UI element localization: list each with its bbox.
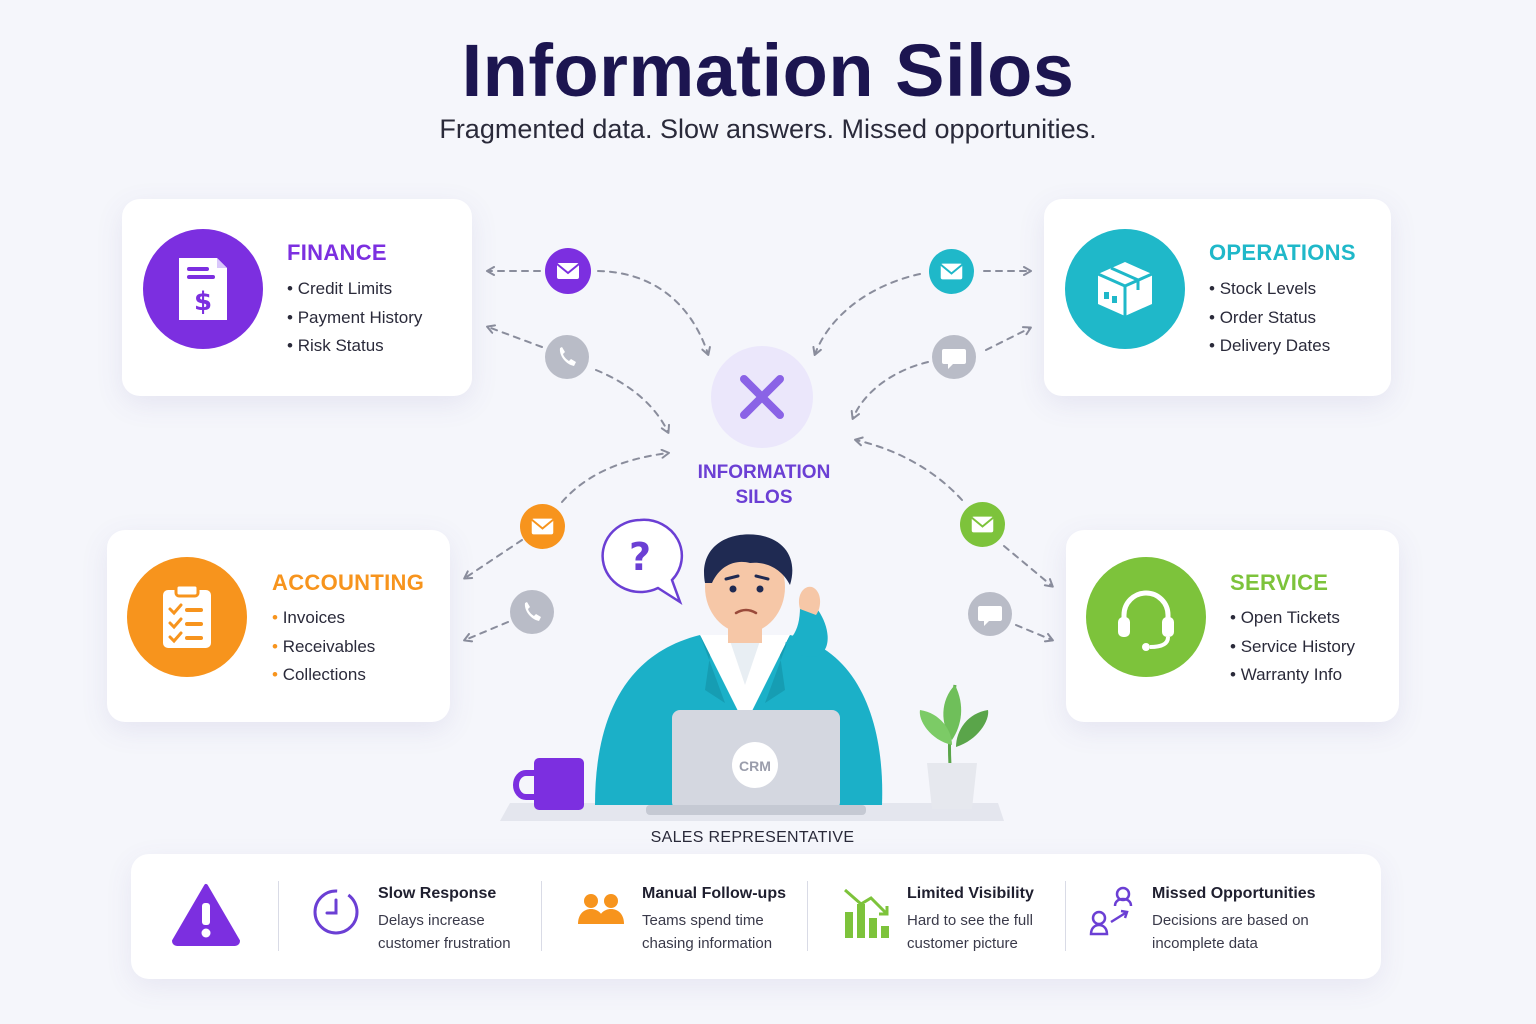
- divider: [1065, 881, 1066, 951]
- person-arrow-icon: [1089, 886, 1133, 936]
- arrow-acc-email-center: [561, 448, 670, 503]
- list-item: Receivables: [272, 633, 376, 662]
- arrow-ops-email-center: [812, 273, 921, 356]
- arrow-svc-email-right: [1003, 545, 1054, 588]
- clock-icon: [313, 889, 359, 935]
- service-card: SERVICE Open Tickets Service History War…: [1066, 530, 1399, 722]
- box-icon: [1097, 262, 1153, 316]
- arrow-acc-phone-left: [463, 621, 509, 643]
- clipboard-checklist-icon: [163, 583, 211, 648]
- thought-bubble-icon: ?: [601, 518, 684, 606]
- list-item: Warranty Info: [1230, 661, 1355, 690]
- finance-heading: FINANCE: [287, 240, 387, 265]
- service-heading: SERVICE: [1230, 570, 1329, 595]
- page-title: Information Silos: [461, 29, 1075, 112]
- accounting-heading: ACCOUNTING: [272, 570, 425, 595]
- issue-desc-line: incomplete data: [1152, 935, 1258, 952]
- list-item: Collections: [272, 661, 375, 690]
- chart-down-icon: [844, 888, 889, 938]
- divider: [807, 881, 808, 951]
- list-item: Stock Levels: [1209, 275, 1330, 304]
- issue-description: Teams spend time chasing information: [642, 909, 812, 955]
- arrow-finance-phone-center: [595, 369, 670, 434]
- issue-title: Manual Follow-ups: [642, 885, 786, 902]
- email-badge-accounting: [520, 504, 565, 549]
- email-badge-finance: [545, 248, 591, 294]
- issue-desc-line: chasing information: [642, 935, 773, 952]
- issue-desc-line: Delays increase: [378, 912, 485, 929]
- issue-slow-response: Slow Response Delays increase customer f…: [311, 854, 541, 979]
- issue-title: Slow Response: [378, 885, 497, 902]
- laptop-crm-label: CRM: [739, 758, 771, 774]
- phone-badge-accounting: [510, 590, 554, 634]
- people-icon: [578, 894, 624, 924]
- accounting-icon-circle: [127, 557, 247, 677]
- list-item: Credit Limits: [287, 275, 422, 304]
- phone-badge-finance: [545, 335, 589, 379]
- list-item: Payment History: [287, 304, 423, 333]
- accounting-card: ACCOUNTING Invoices Receivables Collecti…: [107, 530, 450, 722]
- x-icon: [711, 346, 813, 448]
- accounting-list: Invoices Receivables Collections: [272, 604, 376, 690]
- list-item: Open Tickets: [1230, 604, 1355, 633]
- list-item: Delivery Dates: [1209, 332, 1331, 361]
- issue-description: Delays increase customer frustration: [378, 909, 548, 955]
- headset-icon: [1118, 590, 1174, 651]
- arrow-acc-email-left: [463, 539, 523, 580]
- finance-icon-circle: $: [143, 229, 263, 349]
- arrow-ops-chat-right: [985, 326, 1032, 351]
- issues-bar: Slow Response Delays increase customer f…: [131, 854, 1381, 979]
- finance-card: $ FINANCE Credit Limits Payment History …: [122, 199, 472, 396]
- chat-badge-operations: [932, 335, 976, 379]
- arrow-finance-phone-left: [486, 324, 543, 348]
- issue-desc-line: customer picture: [907, 935, 1018, 952]
- email-badge-service: [960, 502, 1005, 547]
- operations-heading: OPERATIONS: [1209, 240, 1356, 265]
- issue-limited-visibility: Limited Visibility Hard to see the full …: [841, 854, 1071, 979]
- issue-description: Decisions are based on incomplete data: [1152, 909, 1342, 955]
- issue-description: Hard to see the full customer picture: [907, 909, 1077, 955]
- thought-bubble-question: ?: [629, 535, 651, 579]
- service-icon-circle: [1086, 557, 1206, 677]
- arrow-finance-email-center: [597, 270, 711, 356]
- sales-rep-label: SALES REPRESENTATIVE: [650, 829, 855, 846]
- arrow-ops-chat-center: [850, 361, 929, 420]
- center-label-line2: SILOS: [735, 487, 793, 508]
- email-badge-operations: [929, 249, 974, 294]
- center-label-line1: INFORMATION: [697, 462, 831, 483]
- divider: [278, 881, 279, 951]
- operations-icon-circle: [1065, 229, 1185, 349]
- divider: [541, 881, 542, 951]
- list-item: Risk Status: [287, 332, 422, 361]
- page-subtitle: Fragmented data. Slow answers. Missed op…: [439, 114, 1097, 144]
- issue-manual-followups: Manual Follow-ups Teams spend time chasi…: [577, 854, 807, 979]
- center-silo-label: INFORMATION SILOS: [664, 460, 864, 510]
- operations-list: Stock Levels Order Status Delivery Dates: [1209, 275, 1331, 361]
- sales-rep-illustration: CRM: [500, 534, 1004, 821]
- issue-desc-line: Hard to see the full: [907, 912, 1033, 929]
- invoice-dollar-icon: $: [179, 258, 227, 320]
- service-list: Open Tickets Service History Warranty In…: [1230, 604, 1355, 690]
- svg-text:$: $: [194, 287, 212, 317]
- list-item: Service History: [1230, 633, 1355, 662]
- arrow-svc-chat-right: [1015, 624, 1054, 643]
- issue-missed-opportunities: Missed Opportunities Decisions are based…: [1089, 854, 1349, 979]
- list-item: Invoices: [272, 604, 375, 633]
- issue-desc-line: Decisions are based on: [1152, 912, 1309, 929]
- operations-card: OPERATIONS Stock Levels Order Status Del…: [1044, 199, 1391, 396]
- issue-title: Missed Opportunities: [1152, 885, 1316, 902]
- finance-list: Credit Limits Payment History Risk Statu…: [287, 275, 423, 361]
- warning-icon: [172, 884, 240, 946]
- chat-badge-service: [968, 592, 1012, 636]
- list-item: Order Status: [1209, 304, 1330, 333]
- issue-desc-line: Teams spend time: [642, 912, 764, 929]
- issue-title: Limited Visibility: [907, 885, 1034, 902]
- arrow-svc-email-center: [854, 436, 963, 501]
- issue-desc-line: customer frustration: [378, 935, 511, 952]
